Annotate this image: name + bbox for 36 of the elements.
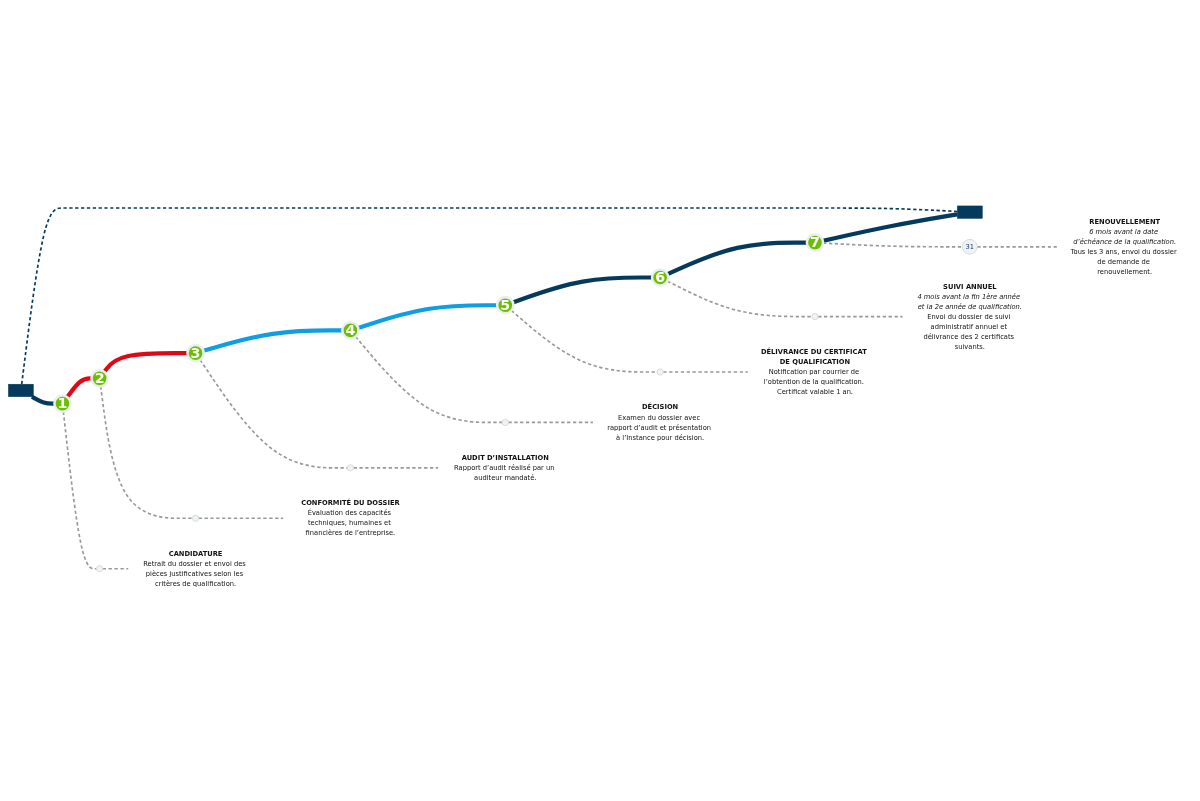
connector bbox=[976, 245, 1059, 248]
connector bbox=[507, 421, 594, 424]
node-circle: 5 bbox=[495, 295, 515, 315]
node-circle: 4 bbox=[341, 321, 360, 340]
node-circle: 1 bbox=[53, 394, 72, 413]
connector bbox=[512, 275, 653, 305]
connector bbox=[199, 359, 349, 469]
node-bar bbox=[8, 383, 34, 397]
connector bbox=[352, 467, 440, 469]
connector bbox=[102, 351, 188, 374]
node-bar bbox=[957, 205, 983, 219]
connector bbox=[101, 567, 130, 570]
connector bbox=[822, 242, 964, 248]
connector bbox=[662, 371, 749, 373]
connector bbox=[357, 303, 498, 330]
connector bbox=[65, 376, 92, 399]
node-circle: 3 bbox=[186, 343, 205, 363]
connector bbox=[666, 240, 807, 277]
node-circle: 2 bbox=[90, 369, 109, 388]
node-picture bbox=[501, 418, 509, 426]
connector bbox=[20, 207, 959, 385]
connector bbox=[510, 309, 658, 373]
node-picture bbox=[656, 368, 664, 376]
connector bbox=[202, 328, 343, 353]
connector bbox=[822, 212, 958, 243]
node-circle: 7 bbox=[805, 233, 825, 252]
node-picture bbox=[96, 565, 104, 573]
connector bbox=[817, 315, 904, 318]
node-picture bbox=[346, 464, 354, 472]
node-picture bbox=[192, 514, 200, 522]
connector bbox=[30, 394, 55, 406]
node-circle: 6 bbox=[650, 268, 670, 287]
connector bbox=[197, 517, 285, 520]
connector bbox=[354, 335, 503, 424]
connector bbox=[666, 280, 813, 318]
node-picture bbox=[811, 313, 819, 321]
